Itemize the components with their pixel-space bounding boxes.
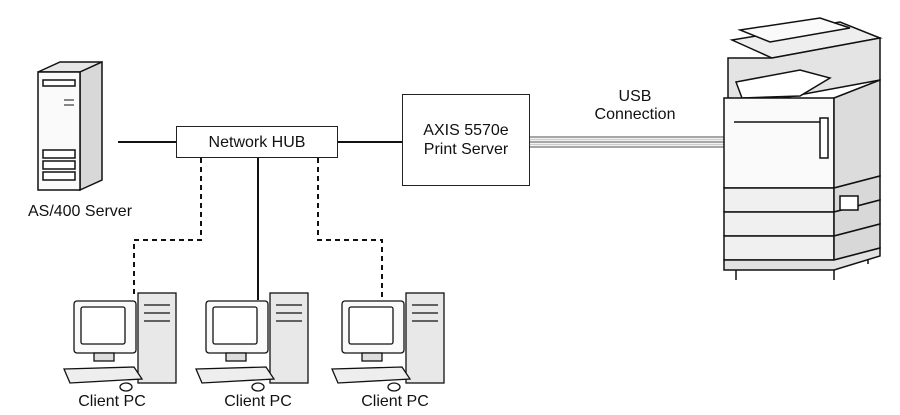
print-server-label-line2: Print Server: [423, 141, 509, 158]
client-pc-label-2: Client PC: [224, 393, 292, 410]
client-pc-label-1: Client PC: [78, 393, 146, 410]
client-pc-icon-3: [331, 292, 445, 392]
client-pc-icon-2: [195, 292, 309, 392]
print-server-box: AXIS 5570e Print Server: [402, 94, 530, 186]
network-hub-box: Network HUB: [176, 126, 338, 158]
print-server-label-line1: AXIS 5570e: [423, 122, 509, 139]
as400-server-icon: [37, 60, 103, 192]
client-pc-icon-1: [63, 292, 177, 392]
client-pc-label-3: Client PC: [361, 393, 429, 410]
client-link-1: [133, 158, 202, 298]
network-hub-label: Network HUB: [208, 133, 306, 151]
usb-cable: [530, 136, 725, 148]
usb-label-line1: USB: [618, 88, 652, 105]
usb-label-line2: Connection: [594, 106, 676, 123]
printer-icon: [723, 17, 883, 280]
client-link-3: [317, 158, 383, 298]
as400-server-label: AS/400 Server: [27, 203, 133, 220]
